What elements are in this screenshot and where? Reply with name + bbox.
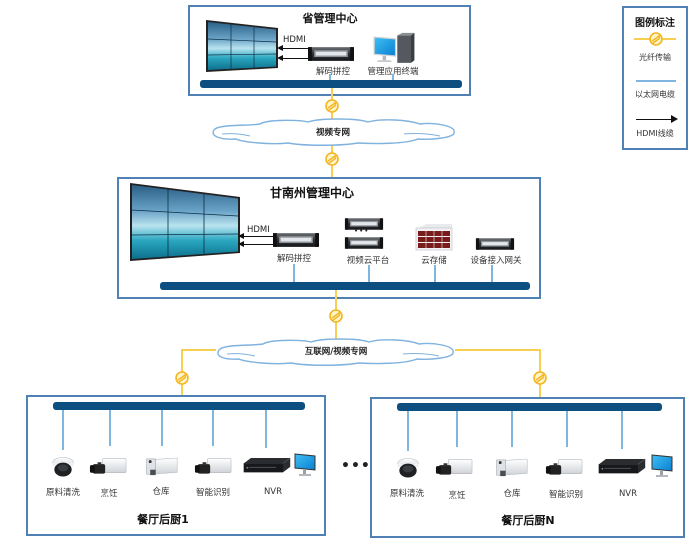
ethernet-line (109, 410, 111, 446)
ethernet-line (329, 74, 331, 80)
dome-camera-icon (397, 458, 419, 478)
device-label: NVR (263, 487, 283, 497)
hdmi-arrow (277, 55, 310, 61)
nvr-icon (598, 458, 646, 474)
device-label: 原料清洗 (45, 488, 81, 498)
device-label: 智能识别 (548, 490, 584, 500)
bullet-camera-icon (146, 457, 178, 476)
kitchen-title: 餐厅后厨1 (137, 513, 189, 526)
video-wall-icon (130, 183, 240, 261)
decoder-icon (273, 233, 319, 247)
device-label: NVR (618, 489, 638, 499)
kitchen-title: 餐厅后厨N (501, 514, 555, 527)
network-bus (200, 80, 462, 88)
cloud-icon (217, 338, 454, 366)
hdmi-arrow (238, 241, 275, 247)
device-label: 云存储 (421, 256, 447, 266)
device-label: 烹饪 (100, 489, 118, 499)
box-camera-icon (89, 457, 127, 475)
fiber-icon (533, 371, 547, 385)
workstation-icon (373, 32, 416, 64)
cloud-label: 互联网/视频专网 (304, 347, 368, 357)
ethernet-line (511, 411, 513, 447)
legend-ethernet-line (636, 80, 676, 82)
ethernet-line (621, 411, 623, 449)
bullet-camera-icon (496, 458, 528, 477)
ethernet-line (212, 410, 214, 446)
legend-title: 图例标注 (635, 18, 675, 29)
network-bus (53, 402, 305, 410)
fiber-icon (325, 99, 339, 113)
network-bus (160, 282, 530, 290)
dome-camera-icon (52, 457, 74, 477)
ethernet-line (293, 264, 295, 282)
monitor-icon (651, 454, 673, 478)
provincial-center-title: 省管理中心 (302, 12, 358, 25)
ethernet-line (456, 411, 458, 447)
fiber-icon (175, 371, 189, 385)
device-label: 解码拼控 (315, 67, 351, 77)
server-stack-icon (344, 237, 384, 249)
device-label: 烹饪 (448, 491, 466, 501)
ethernet-line (161, 410, 163, 446)
ethernet-line (407, 411, 409, 451)
box-camera-icon (194, 457, 232, 475)
device-label: 仓库 (503, 489, 521, 499)
legend-ethernet-label: 以太网电缆 (635, 90, 675, 99)
arrow-right-icon (671, 115, 678, 123)
device-label: 设备接入网关 (470, 256, 522, 266)
cloud-icon (212, 118, 455, 146)
ethernet-line (434, 265, 436, 282)
storage-icon (415, 223, 453, 251)
server-ellipsis: ••• (354, 227, 370, 235)
decoder-icon (308, 47, 354, 61)
ethernet-line (566, 411, 568, 447)
box-camera-icon (435, 458, 473, 476)
cloud-label: 视频专网 (315, 128, 351, 138)
hdmi-label: HDMI (247, 225, 270, 235)
ethernet-line (265, 410, 267, 448)
legend-fiber-label: 光纤传输 (639, 53, 671, 62)
fiber-line (455, 349, 540, 351)
hdmi-label: HDMI (283, 35, 306, 45)
legend-box: 图例标注 光纤传输 以太网电缆 HDMI线缆 (622, 6, 688, 150)
hdmi-arrow (238, 233, 275, 239)
device-label: 原料清洗 (389, 489, 425, 499)
ethernet-line (368, 265, 370, 282)
device-label: 解码拼控 (276, 254, 312, 264)
more-kitchens-ellipsis: ••• (341, 458, 371, 474)
device-label: 视频云平台 (346, 256, 390, 266)
ethernet-line (491, 265, 493, 282)
legend-hdmi-label: HDMI线缆 (636, 129, 674, 138)
fiber-icon (649, 32, 663, 46)
legend-hdmi-line (636, 119, 672, 120)
gateway-icon (475, 238, 515, 250)
fiber-icon (329, 309, 343, 323)
ethernet-line (392, 74, 394, 80)
video-wall-icon (206, 20, 278, 72)
network-bus (397, 403, 662, 411)
device-label: 智能识别 (195, 488, 231, 498)
monitor-icon (294, 453, 316, 477)
device-label: 仓库 (152, 487, 170, 497)
fiber-icon (325, 152, 339, 166)
fiber-line (182, 349, 216, 351)
prefecture-center-title: 甘南州管理中心 (269, 186, 355, 200)
box-camera-icon (545, 458, 583, 476)
device-label: 管理应用终端 (367, 67, 419, 77)
hdmi-arrow (277, 45, 310, 51)
nvr-icon (243, 457, 291, 473)
ethernet-line (62, 410, 64, 450)
